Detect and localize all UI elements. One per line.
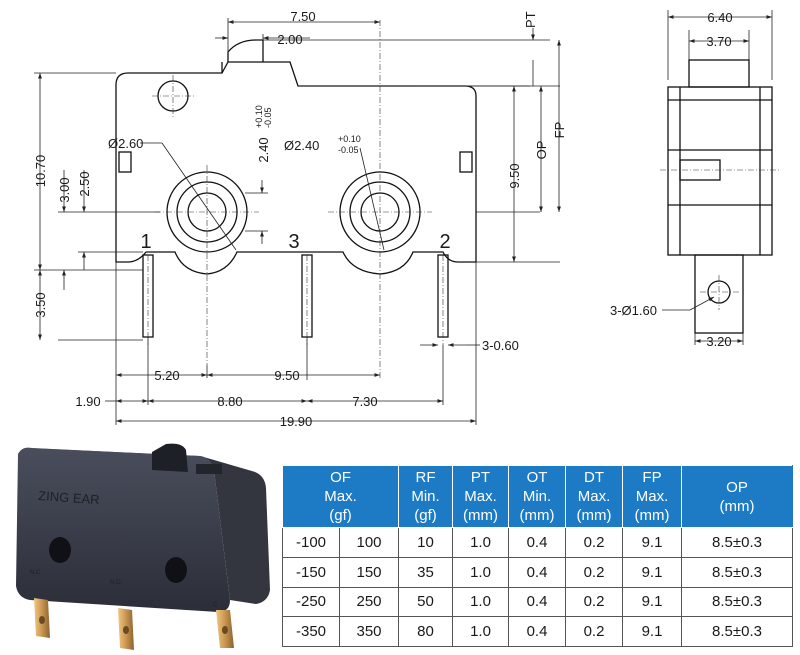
cell-rf: 35 <box>398 556 454 588</box>
cell-op: 8.5±0.3 <box>681 556 794 588</box>
terminal-2-label: 2 <box>439 231 450 253</box>
header-rf: RF Min. (gf) <box>398 465 454 528</box>
photo-pin-c: C <box>213 602 218 608</box>
dim-span-hole-end: 7.30 <box>352 394 377 409</box>
dim-hole-low: 2.50 <box>77 171 92 196</box>
header-op: OP (mm) <box>681 465 794 528</box>
switch-body-outline <box>115 61 477 275</box>
cell-model: -250 <box>282 586 340 618</box>
header-of: OF Max. (gf) <box>281 465 400 528</box>
dim-side-terminal-width: 3.20 <box>706 334 731 349</box>
dim-hole-right: Ø2.40 <box>284 138 319 153</box>
terminal-3-label: 3 <box>288 231 299 253</box>
dim-side-terminal-hole: 3-Ø1.60 <box>610 303 657 318</box>
cell-op: 8.5±0.3 <box>681 616 794 647</box>
spec-table: OF Max. (gf) RF Min. (gf) PT Max. (mm) O… <box>281 465 794 647</box>
cell-fp: 9.1 <box>622 556 683 588</box>
dim-hole-center: 3.00 <box>57 177 72 202</box>
dim-hole-height: 2.40 <box>256 137 271 162</box>
cell-dt: 0.2 <box>565 586 624 618</box>
cell-pt: 1.0 <box>452 527 510 558</box>
spec-table-header: OF Max. (gf) RF Min. (gf) PT Max. (mm) O… <box>281 465 794 528</box>
dim-tol-minus-right: -0.05 <box>338 145 359 155</box>
cell-of: 350 <box>338 616 400 647</box>
cell-model: -150 <box>282 556 340 588</box>
cell-op: 8.5±0.3 <box>681 527 794 558</box>
cell-fp: 9.1 <box>622 586 683 618</box>
dim-op: OP <box>534 141 549 160</box>
cell-rf: 80 <box>398 616 454 647</box>
dim-span-1-3: 5.20 <box>154 368 179 383</box>
dim-body-height: 10.70 <box>33 155 48 188</box>
actuator-outline <box>227 39 264 62</box>
cell-model: -100 <box>282 527 340 558</box>
cell-dt: 0.2 <box>565 556 624 588</box>
cell-of: 100 <box>338 527 400 558</box>
dim-side-actuator: 3.70 <box>706 34 731 49</box>
dim-actuator-offset: 7.50 <box>290 9 315 24</box>
dim-terminal-thickness: 3-0.60 <box>482 338 519 353</box>
photo-brand: ZING EAR <box>38 488 100 507</box>
cell-op: 8.5±0.3 <box>681 586 794 618</box>
dim-span-1-hole: 8.80 <box>217 394 242 409</box>
cell-rf: 50 <box>398 586 454 618</box>
table-row: -100 100 10 1.0 0.4 0.2 9.1 8.5±0.3 <box>282 527 794 558</box>
dim-mount-height: 9.50 <box>507 163 522 188</box>
terminal-1-pin <box>142 254 154 345</box>
terminal-1-label: 1 <box>140 231 151 253</box>
left-slot <box>118 151 132 173</box>
side-terminal <box>694 254 744 334</box>
dim-terminal-length: 3.50 <box>33 292 48 317</box>
dimension-drawing: 1 3 2 7.50 2.00 PT OP FP 9.50 <box>33 9 780 429</box>
dim-fp: FP <box>552 122 567 139</box>
header-fp: FP Max. (mm) <box>622 465 683 528</box>
top-mount-circle <box>157 80 189 112</box>
dim-hole-left: Ø2.60 <box>108 136 143 151</box>
dim-left-margin: 1.90 <box>75 394 100 409</box>
header-ot: OT Min. (mm) <box>508 465 567 528</box>
cell-ot: 0.4 <box>508 586 567 618</box>
dim-overall-length: 19.90 <box>280 414 313 429</box>
photo-pin-no: N.O. <box>110 580 123 586</box>
cell-ot: 0.4 <box>508 527 567 558</box>
cell-rf: 10 <box>398 527 454 558</box>
cell-of: 250 <box>338 586 400 618</box>
cell-ot: 0.4 <box>508 556 567 588</box>
dim-span-3-2: 9.50 <box>274 368 299 383</box>
cell-pt: 1.0 <box>452 616 510 647</box>
side-view: 6.40 3.70 3-Ø1.60 3.20 <box>610 10 780 349</box>
front-view: 1 3 2 7.50 2.00 PT OP FP 9.50 <box>33 9 567 429</box>
cell-dt: 0.2 <box>565 527 624 558</box>
header-pt: PT Max. (mm) <box>452 465 510 528</box>
photo-pin-nc: N.C. <box>30 570 42 576</box>
table-row: -350 350 80 1.0 0.4 0.2 9.1 8.5±0.3 <box>282 616 794 647</box>
cell-pt: 1.0 <box>452 586 510 618</box>
dim-side-width: 6.40 <box>707 10 732 25</box>
cell-ot: 0.4 <box>508 616 567 647</box>
cell-pt: 1.0 <box>452 556 510 588</box>
table-row: -250 250 50 1.0 0.4 0.2 9.1 8.5±0.3 <box>282 586 794 618</box>
dim-tol-minus-left: -0.05 <box>263 107 273 128</box>
cell-of: 150 <box>338 556 400 588</box>
right-slot <box>459 151 473 173</box>
product-photo: ZING EAR N.C. N.O. C <box>16 443 270 650</box>
cell-fp: 9.1 <box>622 527 683 558</box>
terminal-3-pin <box>301 254 313 345</box>
cell-dt: 0.2 <box>565 616 624 647</box>
dim-actuator-width: 2.00 <box>277 32 302 47</box>
cell-model: -350 <box>282 616 340 647</box>
dim-pt: PT <box>523 11 538 28</box>
dim-tol-plus-right: +0.10 <box>338 134 361 144</box>
cell-fp: 9.1 <box>622 616 683 647</box>
table-row: -150 150 35 1.0 0.4 0.2 9.1 8.5±0.3 <box>282 556 794 588</box>
terminal-2-pin <box>437 254 449 345</box>
dim-tol-plus-left: +0.10 <box>254 105 264 128</box>
side-actuator <box>688 59 750 88</box>
header-dt: DT Max. (mm) <box>565 465 624 528</box>
